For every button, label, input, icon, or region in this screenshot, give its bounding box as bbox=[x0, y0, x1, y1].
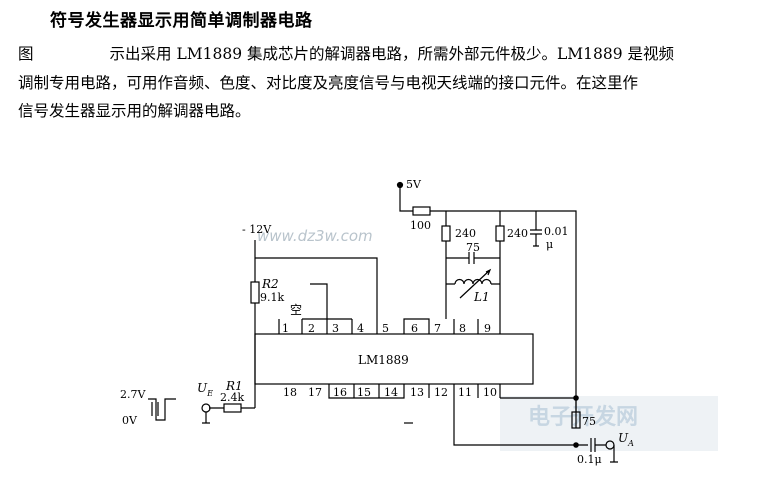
pin3-tie bbox=[310, 283, 328, 319]
watermark-url: www.dz3w.com bbox=[257, 227, 373, 245]
c75-label: 75 bbox=[466, 241, 480, 254]
c001-unit: μ bbox=[546, 238, 553, 251]
pin-10: 10 bbox=[483, 386, 497, 399]
pin-18: 18 bbox=[283, 386, 297, 399]
supply-5v-label: 5V bbox=[406, 178, 422, 191]
tank-wires bbox=[445, 211, 501, 319]
ua-label: UA bbox=[618, 431, 634, 448]
watermark-cn: 电子开发网 bbox=[528, 404, 638, 430]
description-line-1-text: 示出采用 LM1889 集成芯片的解调器电路，所需外部元件极少。LM1889 是… bbox=[109, 45, 675, 63]
supply-neg-label: - 12V bbox=[242, 223, 272, 236]
figure-ref: 图 bbox=[18, 45, 34, 63]
pin1-note: 空 bbox=[290, 303, 302, 317]
pin-4: 4 bbox=[357, 322, 364, 335]
c01-label: 0.1μ bbox=[577, 453, 602, 466]
c01-capacitor bbox=[576, 438, 606, 452]
description-line-3: 信号发生器显示用的解调器电路。 bbox=[18, 102, 251, 120]
pin-17: 17 bbox=[308, 386, 322, 399]
pin-2: 2 bbox=[308, 322, 315, 335]
r1-name: R1 bbox=[225, 379, 243, 393]
pin-14: 14 bbox=[384, 386, 398, 399]
ic-top-pins: 1 2 3 4 5 6 7 8 9 bbox=[282, 322, 491, 335]
square-wave bbox=[148, 398, 176, 421]
ue-label: UE bbox=[197, 381, 213, 398]
r240a-resistor bbox=[441, 225, 451, 242]
watermark-box bbox=[500, 396, 718, 451]
ic-label: LM1889 bbox=[358, 353, 409, 367]
c001-capacitor bbox=[530, 211, 542, 247]
pin-5: 5 bbox=[382, 322, 389, 335]
r240b-label: 240 bbox=[507, 227, 528, 240]
pin-3: 3 bbox=[332, 322, 339, 335]
pin-12: 12 bbox=[434, 386, 448, 399]
supply-rail bbox=[399, 187, 577, 428]
ue-ground bbox=[202, 412, 210, 424]
supply-5v-node bbox=[396, 181, 404, 189]
r1-resistor bbox=[223, 403, 242, 413]
page-title: 符号发生器显示用简单调制器电路 bbox=[50, 11, 313, 31]
r100-label: 100 bbox=[410, 219, 431, 232]
pin-15: 15 bbox=[357, 386, 371, 399]
r240b-resistor bbox=[495, 225, 505, 242]
l1-label: L1 bbox=[473, 290, 490, 304]
pin-6: 6 bbox=[411, 322, 418, 335]
wave-low-label: 0V bbox=[122, 414, 138, 427]
wave-high-label: 2.7V bbox=[120, 388, 146, 401]
ue-terminal bbox=[201, 403, 211, 413]
c001-label: 0.01 bbox=[544, 225, 569, 238]
r2-name: R2 bbox=[261, 277, 279, 291]
ic-bottom-pins: 18 17 16 15 14 13 12 11 10 bbox=[283, 386, 497, 399]
pin-1: 1 bbox=[282, 322, 289, 335]
square-wave-gap bbox=[151, 402, 159, 416]
pin-7: 7 bbox=[434, 322, 441, 335]
pin5-wire bbox=[255, 257, 378, 319]
pin-16: 16 bbox=[333, 386, 347, 399]
r75-label: 75 bbox=[582, 415, 596, 428]
description-line-1: 图 示出采用 LM1889 集成芯片的解调器电路，所需外部元件极少。LM1889 … bbox=[18, 44, 743, 64]
pin-8: 8 bbox=[459, 322, 466, 335]
l1-inductor bbox=[454, 278, 492, 285]
ua-ground bbox=[610, 445, 618, 463]
description-line-2: 调制专用电路，可用作音频、色度、对比度及亮度信号与电视天线端的接口元件。在这里作 bbox=[18, 74, 639, 92]
bottom-pin-leads bbox=[328, 384, 576, 446]
c75-capacitor bbox=[446, 252, 500, 264]
r2-value: 9.1k bbox=[260, 291, 284, 304]
r2-resistor bbox=[250, 281, 260, 304]
pin-9: 9 bbox=[484, 322, 491, 335]
pin-13: 13 bbox=[410, 386, 424, 399]
r1-value: 2.4k bbox=[220, 391, 244, 404]
pin-11: 11 bbox=[458, 386, 472, 399]
l1-adjust-arrow bbox=[459, 268, 492, 299]
r100-resistor bbox=[412, 206, 431, 216]
r240a-label: 240 bbox=[455, 227, 476, 240]
